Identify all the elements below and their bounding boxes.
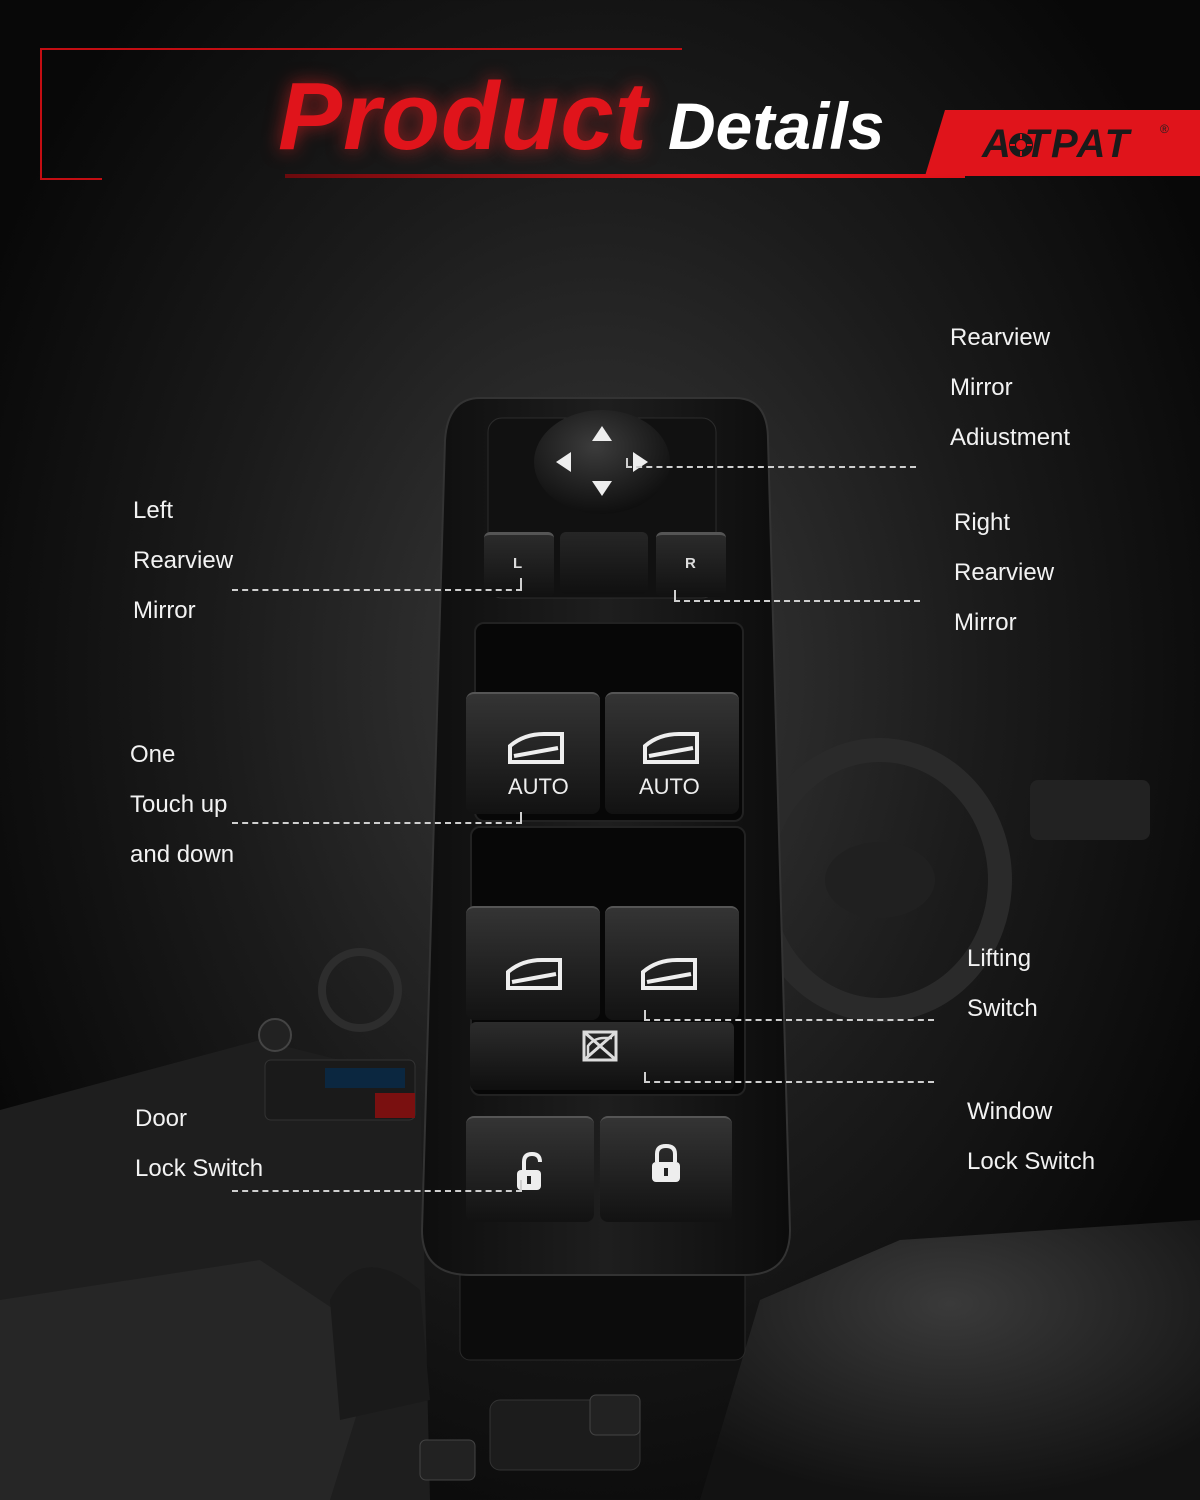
window-lockout-icon — [582, 1030, 618, 1062]
rear-left-window-button[interactable] — [466, 906, 600, 1020]
car-window-icon — [506, 958, 562, 990]
car-window-icon — [641, 958, 697, 990]
registered-mark: ® — [1160, 122, 1169, 136]
car-window-icon — [508, 732, 564, 764]
leader-right-mirror — [674, 600, 920, 602]
leader-tick — [520, 1180, 522, 1190]
unlock-icon — [517, 1152, 542, 1190]
lock-icon — [652, 1144, 680, 1182]
callout-door-lock: Door Lock Switch — [135, 1094, 263, 1194]
brand-logo-text: A TPAT — [982, 122, 1132, 166]
callout-lifting-switch: Lifting Switch — [967, 934, 1038, 1034]
auto-label-left: AUTO — [508, 774, 569, 799]
callout-line: Touch up — [130, 791, 228, 818]
callout-rearview-adjustment: Rearview Mirror Adiustment — [950, 313, 1070, 463]
callout-line: One — [130, 741, 176, 768]
leader-window-lock — [644, 1081, 934, 1083]
callout-window-lock: Window Lock Switch — [967, 1087, 1095, 1187]
leader-tick — [644, 1072, 646, 1081]
leader-lifting-switch — [644, 1019, 934, 1021]
callout-line: Mirror — [133, 597, 196, 624]
arrow-left-icon — [556, 452, 571, 472]
callout-line: Mirror — [954, 609, 1017, 636]
callout-line: Adiustment — [950, 424, 1071, 451]
mirror-left-label: L — [513, 555, 523, 572]
callout-line: Left — [133, 497, 174, 524]
page-title: Product — [278, 63, 648, 170]
leader-tick — [626, 458, 628, 466]
callout-line: Lock Switch — [967, 1148, 1096, 1175]
leader-tick — [674, 590, 676, 600]
mirror-center-key[interactable] — [560, 532, 648, 594]
callout-line: Door — [135, 1105, 188, 1132]
callout-one-touch: One Touch up and down — [130, 730, 234, 880]
window-lock-button[interactable] — [470, 1022, 734, 1090]
callout-line: Window — [967, 1098, 1053, 1125]
mirror-right-label: R — [685, 555, 696, 572]
callout-right-mirror: Right Rearview Mirror — [954, 498, 1054, 648]
front-right-window-button[interactable]: AUTO — [605, 692, 739, 814]
callout-line: Rearview — [950, 324, 1051, 351]
rear-right-window-button[interactable] — [605, 906, 739, 1020]
leader-left-mirror — [232, 589, 522, 591]
auto-label-right: AUTO — [639, 774, 700, 799]
leader-tick — [520, 578, 522, 589]
header-frame — [40, 48, 682, 180]
callout-line: Mirror — [950, 374, 1013, 401]
car-window-icon — [643, 732, 699, 764]
callout-line: Rearview — [133, 547, 234, 574]
leader-rearview-adjustment — [626, 466, 916, 468]
door-lock-button[interactable] — [600, 1116, 732, 1222]
gear-icon — [1009, 133, 1033, 157]
arrow-down-icon — [592, 481, 612, 496]
mirror-left-key[interactable]: L — [484, 532, 554, 597]
brand-tab — [925, 110, 1200, 176]
mirror-adjust-knob[interactable] — [532, 410, 672, 530]
door-unlock-button[interactable] — [466, 1116, 594, 1222]
leader-one-touch — [232, 822, 522, 824]
callout-line: Switch — [967, 995, 1038, 1022]
page-subtitle: Details — [668, 89, 885, 163]
leader-tick — [520, 812, 522, 822]
leader-tick — [644, 1010, 646, 1019]
header-underline — [285, 174, 965, 178]
callout-line: and down — [130, 841, 235, 868]
leader-door-lock — [232, 1190, 522, 1192]
front-left-window-button[interactable]: AUTO — [466, 692, 600, 814]
arrow-up-icon — [592, 426, 612, 441]
callout-left-mirror: Left Rearview Mirror — [133, 486, 233, 636]
mirror-right-key[interactable]: R — [656, 532, 726, 597]
callout-line: Lock Switch — [135, 1155, 264, 1182]
callout-line: Lifting — [967, 945, 1032, 972]
callout-line: Rearview — [954, 559, 1055, 586]
callout-line: Right — [954, 509, 1011, 536]
